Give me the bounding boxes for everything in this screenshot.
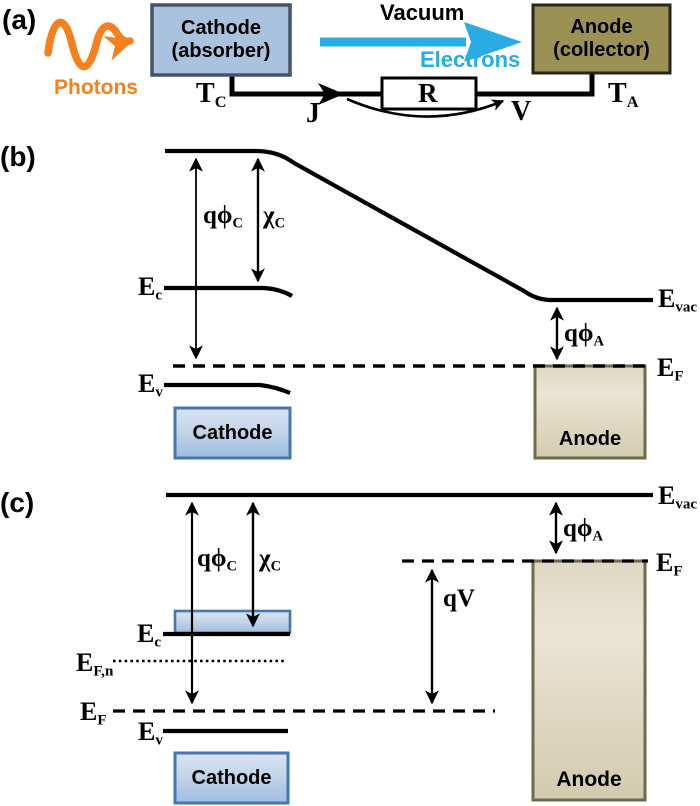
vacuum-level-line-b — [165, 148, 653, 303]
electron-arrowhead — [464, 22, 522, 62]
e-vac-label-b: Evac — [658, 284, 698, 316]
resistor-box — [380, 76, 478, 111]
anode-box-b-label: Anode — [558, 428, 622, 450]
conduction-band-line-b — [164, 285, 294, 298]
collector-word: (collector) — [553, 39, 650, 61]
panel-tag-c: (c) — [0, 487, 35, 518]
anode-box-a-label: Anode (collector) — [533, 5, 670, 73]
qphi-c-label-c: qϕC — [197, 545, 237, 575]
panel-tag-a: (a) — [2, 4, 37, 35]
panel-b-band-diagram — [164, 148, 653, 460]
cathode-box-b — [173, 406, 292, 460]
cathode-box-b-label: Cathode — [192, 421, 273, 444]
e-f-left-label-c: EF — [80, 697, 107, 729]
current-label: J — [306, 98, 320, 129]
e-c-label-c: Ec — [137, 619, 162, 651]
voltage-label: V — [511, 96, 532, 127]
chi-c-label-b: χC — [263, 202, 286, 232]
absorber-word: (absorber) — [171, 40, 271, 62]
cathode-word: Cathode — [181, 17, 261, 39]
e-vac-label-c: Evac — [658, 481, 698, 513]
cathode-box-c — [173, 751, 290, 805]
cathode-box-c-label: Cathode — [191, 766, 272, 789]
panel-a-schematic — [44, 3, 672, 118]
valence-band-line-b — [164, 382, 291, 395]
anode-box-a — [531, 3, 672, 75]
cathode-box-a-label: Cathode (absorber) — [152, 5, 290, 75]
anode-word: Anode — [570, 16, 633, 38]
anode-box-b — [533, 364, 647, 460]
e-f-label-b: EF — [657, 353, 684, 385]
qv-label-c: qV — [443, 585, 475, 612]
current-arrowhead — [318, 83, 344, 105]
resistor-label: R — [418, 78, 438, 108]
anode-box-c-label: Anode — [556, 768, 622, 791]
electrons-label: Electrons — [420, 47, 521, 72]
qphi-c-label-b: qϕC — [203, 202, 243, 232]
e-v-label-c: Ev — [138, 717, 163, 749]
photons-label: Photons — [54, 76, 138, 99]
photon-wave-arrow — [44, 18, 134, 71]
e-c-label-b: Ec — [138, 272, 163, 304]
cathode-box-a — [150, 3, 292, 77]
vacuum-label: Vacuum — [380, 0, 465, 25]
temperature-cathode-label: TC — [196, 78, 227, 111]
qphi-a-label-c: qϕA — [563, 515, 603, 545]
panel-tag-b: (b) — [0, 141, 36, 172]
voltage-arc-arrow — [346, 97, 505, 118]
e-f-n-label-c: EF,n — [76, 648, 114, 680]
qphi-a-label-b: qϕA — [564, 320, 604, 350]
chi-c-label-c: χC — [259, 545, 282, 575]
e-f-right-label-c: EF — [656, 548, 683, 580]
e-v-label-b: Ev — [138, 369, 163, 401]
panel-c-band-diagram — [113, 492, 653, 805]
temperature-anode-label: TA — [608, 78, 639, 111]
